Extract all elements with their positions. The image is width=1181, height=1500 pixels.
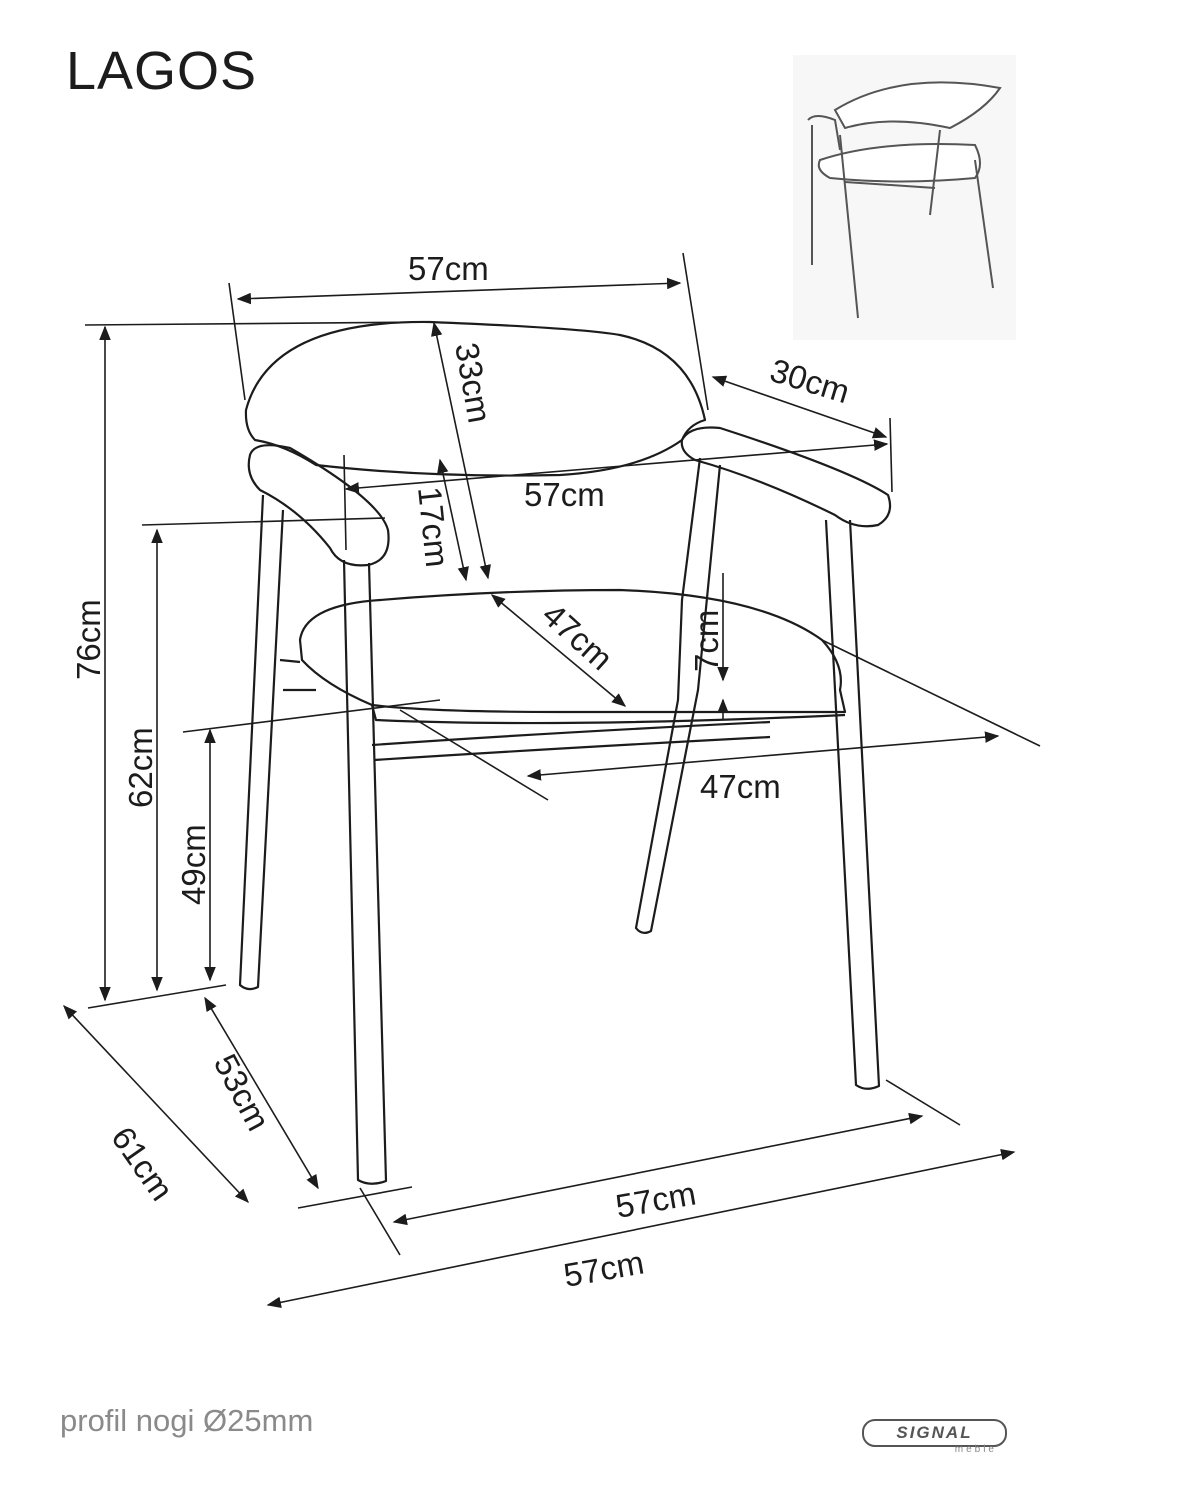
label-inner-width: 57cm	[524, 476, 605, 513]
label-width-top: 57cm	[408, 250, 489, 287]
brand-sub: meble	[954, 1444, 997, 1455]
leg-profile-note: profil nogi Ø25mm	[60, 1403, 314, 1438]
chair-thumbnail	[793, 55, 1016, 340]
label-seat-depth: 47cm	[535, 596, 620, 677]
label-total-height: 76cm	[70, 599, 107, 680]
label-seat-floor-height: 49cm	[175, 824, 212, 905]
label-base-depth-outer: 61cm	[104, 1120, 181, 1207]
label-armrest-floor-height: 62cm	[122, 727, 159, 808]
label-armrest-length: 30cm	[766, 351, 854, 410]
label-base-width-inner: 57cm	[613, 1174, 699, 1224]
brand-name: SIGNAL	[862, 1419, 1007, 1447]
brand-logo: SIGNAL meble	[862, 1419, 1007, 1459]
label-backrest-height: 33cm	[448, 340, 498, 426]
label-seat-thickness: 7cm	[688, 610, 725, 672]
label-armrest-height: 17cm	[411, 485, 456, 569]
dimension-lines	[63, 252, 1041, 1309]
label-seat-width: 47cm	[700, 768, 781, 805]
product-title: LAGOS	[66, 41, 258, 101]
label-base-depth-inner: 53cm	[207, 1048, 278, 1137]
label-base-width-outer: 57cm	[561, 1243, 647, 1293]
